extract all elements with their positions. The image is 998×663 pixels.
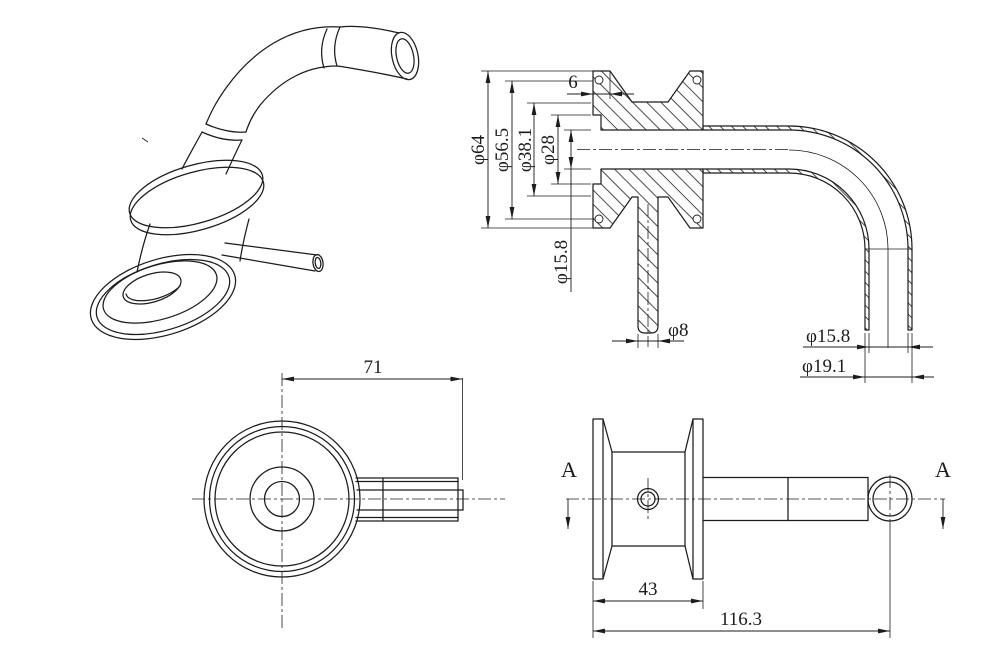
iso-elbow-pipe: [181, 25, 420, 175]
section-pipe-wall-top: [702, 125, 913, 331]
dim-phi38-1-label: φ38.1: [515, 128, 536, 172]
iso-pipe-open-end-outer: [390, 31, 420, 81]
dim-phi15-8-bore-label: φ15.8: [551, 240, 572, 284]
section-groove-circles: [594, 75, 702, 224]
isometric-view: [89, 25, 420, 341]
section-marker-a-right: A: [935, 457, 951, 482]
dim-43-label: 43: [639, 579, 658, 600]
section-pipe-wall-bottom: [702, 168, 870, 331]
section-dimension-lines: [485, 71, 934, 383]
iso-lower-flange: [89, 253, 237, 341]
top-view: 71: [192, 357, 505, 628]
top-view-pipe: [355, 477, 464, 522]
dim-phi19-1-label: φ19.1: [802, 356, 846, 377]
side-view: A A 43 116.3: [561, 418, 951, 638]
section-view: φ64 φ56.5 φ38.1 φ28 φ15.8 6 φ8 φ15.8 φ19…: [468, 70, 934, 383]
iso-stray-mark: [141, 137, 149, 143]
dim-phi8-label: φ8: [668, 320, 688, 341]
iso-pipe-open-end-inner: [395, 38, 415, 74]
section-body-upper: [592, 70, 704, 131]
side-view-dimensions: 43 116.3: [592, 523, 891, 638]
section-pipe-midline: [788, 149, 889, 330]
side-view-section-markers: A A: [561, 457, 951, 529]
iso-side-tube: [221, 242, 324, 273]
iso-bore-hole: [122, 271, 182, 305]
dim-phi56-5-label: φ56.5: [492, 128, 513, 172]
dim-phi15-8-pipe-label: φ15.8: [806, 326, 850, 347]
iso-upper-flange: [128, 159, 265, 236]
section-marker-a-left: A: [561, 457, 577, 482]
top-view-dimension-71: 71: [282, 357, 463, 480]
dim-116-3-label: 116.3: [720, 609, 762, 630]
dim-phi28-label: φ28: [538, 135, 559, 165]
dim-71-label: 71: [364, 357, 383, 378]
dim-6-label: 6: [568, 72, 578, 93]
dim-phi64-label: φ64: [468, 135, 489, 165]
